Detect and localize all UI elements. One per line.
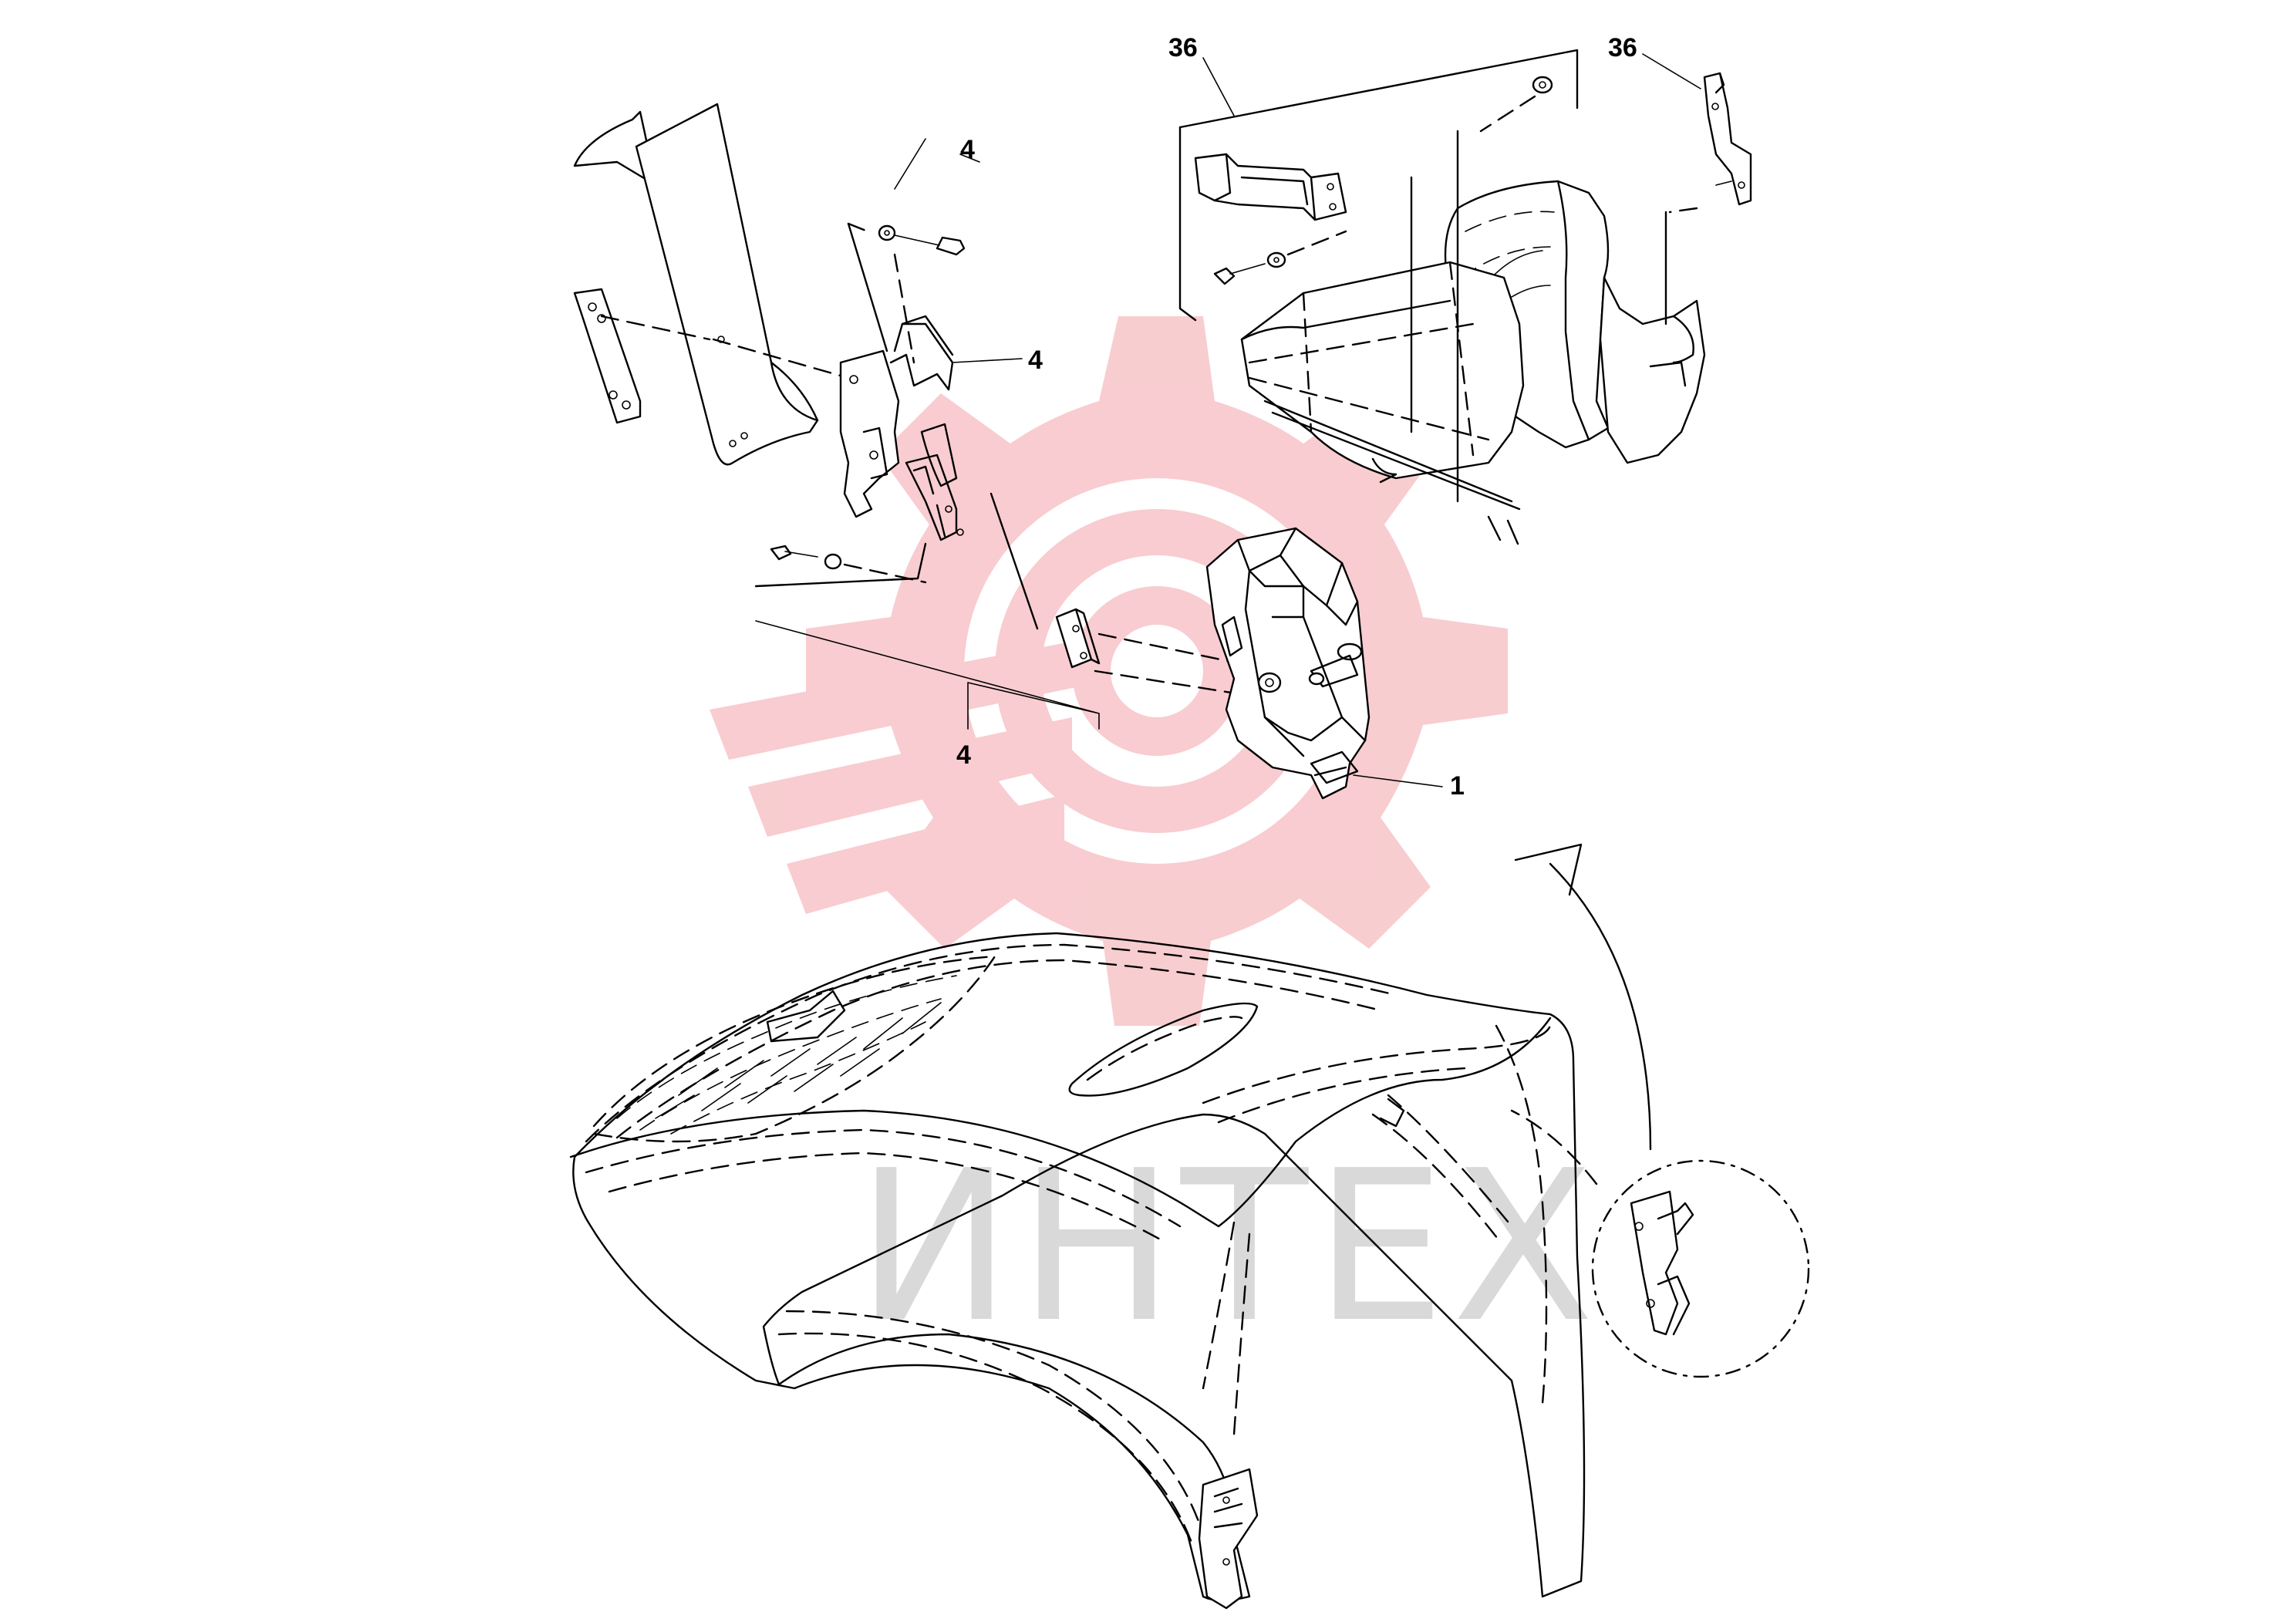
- backing-plate: [573, 288, 642, 424]
- leader-dash-1: [600, 315, 711, 341]
- detail-circle: [1510, 1109, 1810, 1378]
- callout-36-right: 36: [1608, 33, 1637, 62]
- callout-1: 1: [1450, 771, 1465, 801]
- callout-bracket-36-left: [1178, 49, 1579, 129]
- rubber-pad: [1055, 608, 1101, 669]
- callout-leader-4-mid: [952, 358, 1023, 363]
- callout-bracket-36-left-2: [1178, 126, 1197, 322]
- mud-flap-plate: [573, 103, 819, 466]
- hood-panel: [569, 932, 1586, 1610]
- nut-seat: [1479, 76, 1553, 133]
- callout-4-mid: 4: [1028, 346, 1043, 375]
- right-bracket: [1668, 72, 1752, 214]
- hood-hinge: [1198, 1468, 1259, 1610]
- bracket-line-3: [990, 492, 1039, 630]
- reference-arrow: [1514, 843, 1652, 1151]
- bolt-washer-bottom: [770, 545, 927, 584]
- callout-leader-36-right: [1642, 53, 1701, 89]
- watermark-logo: [710, 316, 1508, 1026]
- leader-dash-3: [847, 222, 915, 364]
- hinge-assembly: [839, 315, 964, 541]
- callout-36-left: 36: [1168, 33, 1198, 62]
- callout-bracket-4-bottom: [755, 620, 1100, 730]
- seat-strap: [1194, 153, 1347, 221]
- bolt-washer-seat: [1213, 230, 1347, 285]
- callout-leader-4-top: [894, 138, 980, 190]
- center-housing: [1205, 527, 1371, 800]
- bracket-line-1: [847, 222, 888, 352]
- callout-4-top: 4: [960, 135, 975, 164]
- callout-4-bottom: 4: [956, 740, 971, 770]
- leader-dash-2: [712, 338, 850, 379]
- callout-leader-1: [1353, 774, 1443, 787]
- bracket-line-2: [754, 542, 927, 588]
- seat-assembly: [1240, 180, 1706, 545]
- watermark-text: ИНТЕХ: [856, 1125, 1601, 1368]
- bolt-washer-top: [878, 224, 966, 256]
- callout-leader-36-left: [1202, 57, 1235, 116]
